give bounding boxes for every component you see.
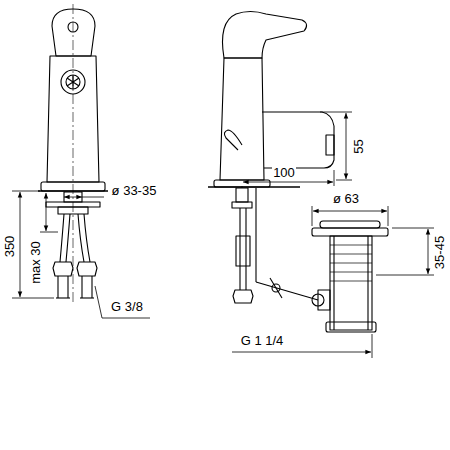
side-dimensions xyxy=(346,113,347,179)
front-hoses xyxy=(60,214,70,262)
side-body xyxy=(262,112,334,168)
side-popup-rod xyxy=(256,282,318,300)
drain-thread xyxy=(330,281,372,282)
drain-thread xyxy=(330,245,372,246)
drain-waste xyxy=(320,221,380,228)
front-hoses xyxy=(80,297,94,298)
side-popup-rod xyxy=(270,278,282,298)
front-dimensions xyxy=(40,232,58,233)
side-dimensions xyxy=(243,182,333,183)
front-dimensions xyxy=(95,286,102,318)
front-dimensions xyxy=(20,192,21,297)
front-hoses xyxy=(53,262,73,276)
side-body xyxy=(208,58,334,187)
side-mounting xyxy=(236,188,248,202)
drain-thread xyxy=(330,272,372,273)
side-mounting xyxy=(233,290,253,303)
front-dimensions xyxy=(12,298,54,299)
side-dimensions xyxy=(312,206,313,226)
side-mounting xyxy=(236,236,250,266)
front-hoses xyxy=(78,214,90,262)
side-dimensions xyxy=(376,275,434,276)
front-dimensions xyxy=(64,197,82,198)
side-dimensions xyxy=(392,228,434,229)
front-hoses xyxy=(57,276,58,298)
side-lever xyxy=(223,12,307,59)
side-dimensions xyxy=(313,211,387,212)
side-mounting xyxy=(232,202,252,208)
side-dimensions xyxy=(232,352,371,353)
drain-thread xyxy=(330,254,372,255)
front-hoses xyxy=(67,276,68,298)
dimension-label: max 30 xyxy=(28,240,41,285)
dimension-label: ø 33-35 xyxy=(111,184,158,197)
side-mounting xyxy=(245,208,246,290)
front-dimensions xyxy=(102,318,150,319)
drain-waste xyxy=(326,322,376,332)
faucet-drawing xyxy=(12,4,434,358)
front-hoses xyxy=(53,214,97,298)
side-dimensions xyxy=(428,229,429,274)
drain-waste xyxy=(312,228,388,236)
front-hoses xyxy=(77,262,97,276)
side-dimensions xyxy=(372,334,373,358)
side-dimensions xyxy=(334,170,335,186)
side-dimensions xyxy=(232,112,434,358)
front-dimensions xyxy=(12,191,40,192)
side-body xyxy=(224,130,242,150)
front-dimensions xyxy=(82,197,104,198)
dimension-label: G 1 1/4 xyxy=(240,334,285,347)
dimension-label: 55 xyxy=(352,138,365,154)
side-body xyxy=(208,186,300,188)
drain-waste xyxy=(312,294,324,306)
front-centerline xyxy=(73,4,74,305)
drain-waste xyxy=(334,236,368,330)
drain-waste xyxy=(330,236,372,330)
drain-thread xyxy=(330,245,372,281)
dimension-label: 100 xyxy=(272,166,296,179)
side-body xyxy=(326,135,334,155)
side-lever xyxy=(223,12,307,59)
front-hoses xyxy=(81,276,82,298)
side-dimensions xyxy=(388,206,389,226)
front-dimensions xyxy=(12,191,150,318)
front-hoses xyxy=(56,297,70,298)
dimension-label: 35-45 xyxy=(434,234,447,269)
side-mounting xyxy=(239,208,240,290)
front-lever xyxy=(52,9,95,56)
front-dimensions xyxy=(46,193,47,231)
front-centerline xyxy=(73,4,74,305)
drain-waste xyxy=(312,221,388,332)
front-lever xyxy=(52,9,95,56)
dimension-label: ø 63 xyxy=(332,192,360,205)
side-dimensions xyxy=(336,180,352,181)
drain-thread xyxy=(330,263,372,264)
side-body xyxy=(214,180,270,187)
side-popup-rod xyxy=(255,188,256,282)
dimension-label: 350 xyxy=(4,234,17,258)
side-popup-rod xyxy=(256,188,318,300)
dimension-label: G 3/8 xyxy=(110,300,144,313)
front-hoses xyxy=(91,276,92,298)
side-dimensions xyxy=(242,186,243,188)
side-mounting xyxy=(232,188,253,303)
side-dimensions xyxy=(320,112,352,113)
side-body xyxy=(220,58,264,180)
